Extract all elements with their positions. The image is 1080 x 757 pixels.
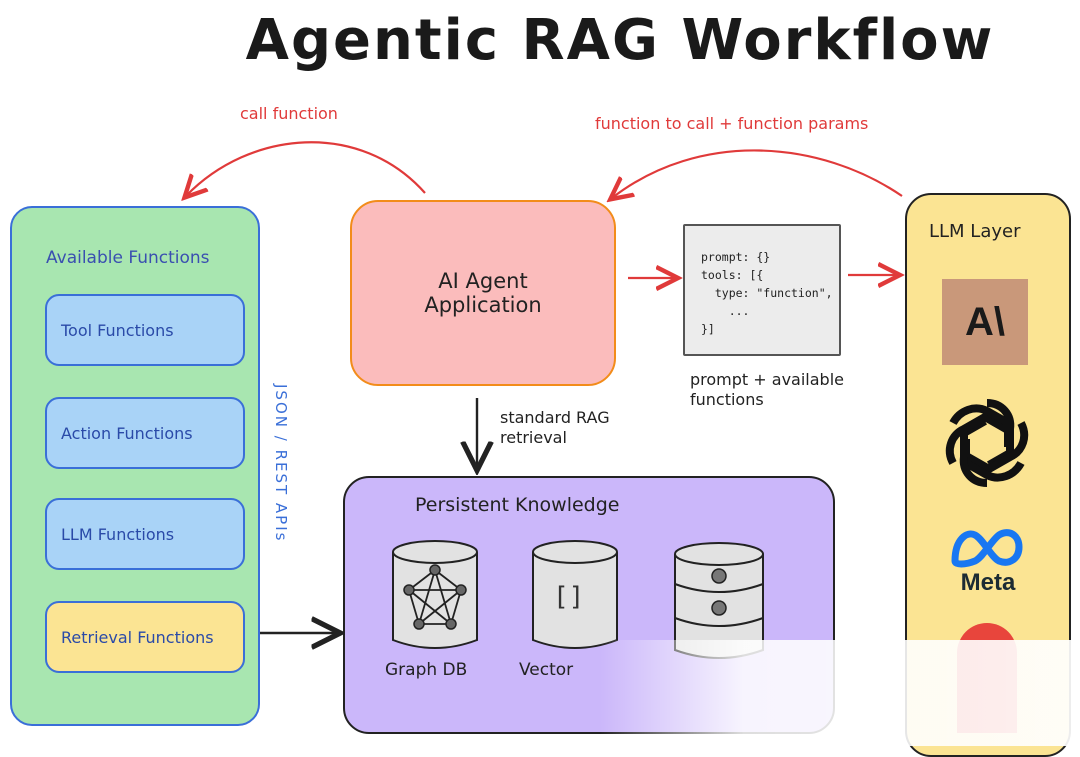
standard-rag-label: standard RAG retrieval (500, 408, 610, 448)
available-functions-panel: Available Functions Tool Functions Actio… (10, 206, 260, 726)
vector-db-icon (532, 540, 618, 649)
available-functions-title: Available Functions (46, 248, 210, 268)
action-functions-label: Action Functions (61, 423, 193, 443)
action-functions-box: Action Functions (45, 397, 245, 469)
standard-rag-line-2: retrieval (500, 428, 567, 447)
bottom-fade-overlay (600, 640, 1080, 746)
json-rest-apis-label: JSON / REST APIs (272, 384, 290, 543)
agent-line-1: AI Agent (438, 269, 528, 293)
database-icon (674, 542, 764, 659)
prompt-code-box: prompt: {} tools: [{ type: "function", .… (683, 224, 841, 356)
anthropic-logo-icon: A\ (942, 279, 1028, 365)
function-to-call-label: function to call + function params (595, 114, 869, 133)
llm-functions-label: LLM Functions (61, 524, 175, 544)
call-function-arrow (186, 141, 426, 196)
agent-line-2: Application (424, 293, 542, 317)
openai-logo-icon (945, 399, 1029, 487)
persistent-knowledge-title: Persistent Knowledge (415, 494, 620, 516)
llm-layer-title: LLM Layer (929, 221, 1021, 242)
call-function-label: call function (240, 104, 338, 123)
tool-functions-label: Tool Functions (61, 320, 174, 340)
graph-db-icon (392, 540, 478, 649)
llm-functions-box: LLM Functions (45, 498, 245, 570)
prompt-caption: prompt + available functions (690, 370, 844, 410)
persistent-knowledge-panel: Persistent Knowledge Graph DB [ (343, 476, 835, 734)
prompt-caption-line-1: prompt + available (690, 370, 844, 389)
meta-logo-label: Meta (960, 569, 1016, 596)
diagram-title: Agentic RAG Workflow (245, 8, 995, 73)
tool-functions-box: Tool Functions (45, 294, 245, 366)
vector-label: Vector (519, 660, 574, 680)
meta-logo-icon (951, 529, 1023, 568)
brackets-icon: [] (553, 582, 585, 612)
prompt-caption-line-2: functions (690, 390, 764, 409)
retrieval-functions-box: Retrieval Functions (45, 601, 245, 673)
ai-agent-application-box: AI Agent Application (350, 200, 616, 386)
function-to-call-arrow (612, 149, 903, 198)
retrieval-functions-label: Retrieval Functions (61, 627, 214, 647)
standard-rag-line-1: standard RAG (500, 408, 610, 427)
graph-db-label: Graph DB (385, 660, 468, 680)
